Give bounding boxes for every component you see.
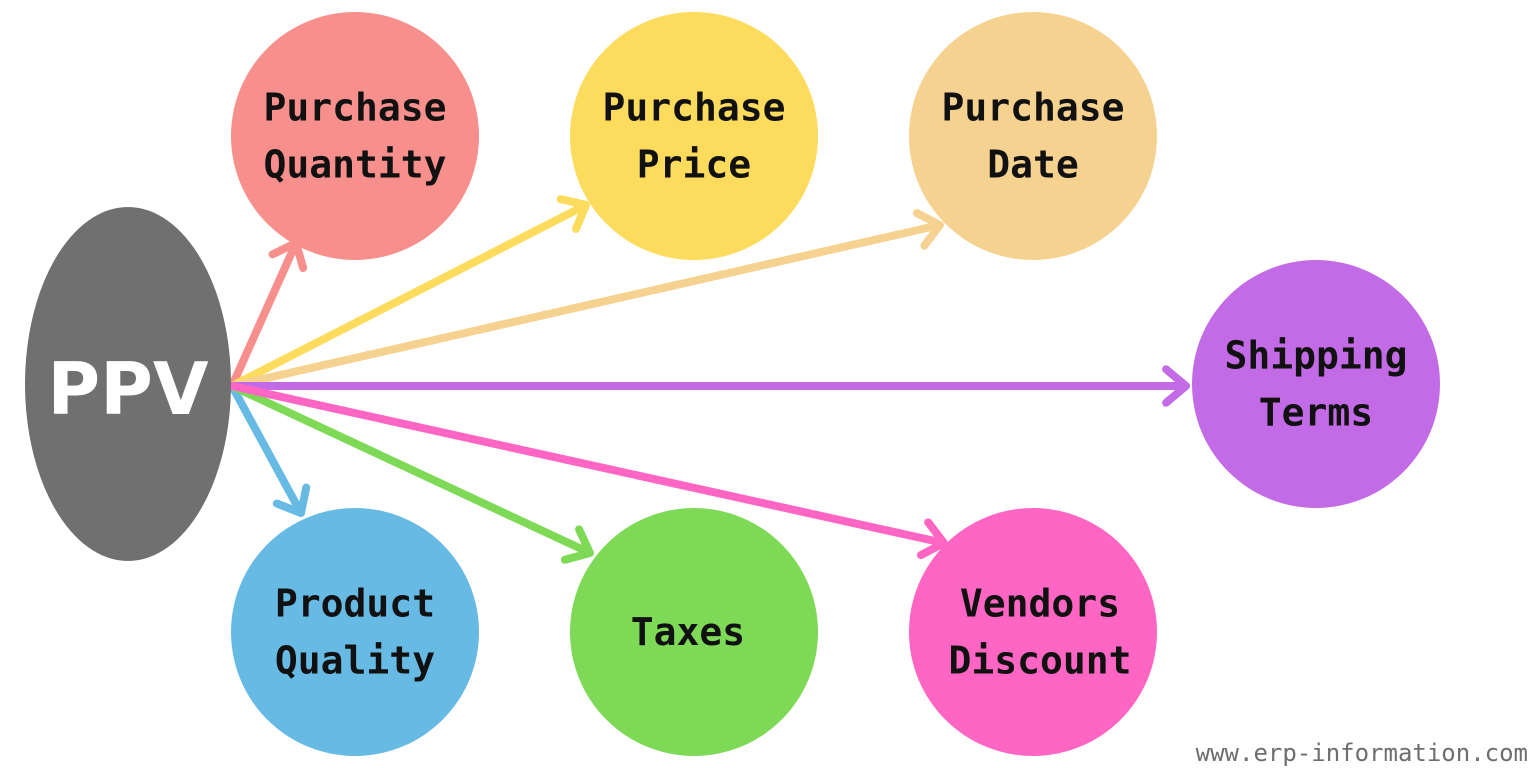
arrow-to-shipping-terms <box>228 365 1190 407</box>
node-label-line: Price <box>637 143 751 187</box>
node-label-line: Purchase <box>263 86 446 130</box>
node-label-line: Discount <box>948 639 1131 683</box>
center-label: PPV <box>47 347 209 431</box>
node-circle <box>909 12 1157 260</box>
node-label-line: Shipping <box>1224 334 1407 378</box>
center-ellipse <box>25 207 231 561</box>
arrow-to-purchase-price <box>228 195 590 390</box>
arrow-head <box>916 518 948 560</box>
node-label-line: Quality <box>275 639 435 683</box>
node-circle <box>570 508 818 756</box>
arrow-to-taxes <box>228 382 594 564</box>
arrow-shaft <box>228 382 591 556</box>
arrow-shaft <box>228 221 941 390</box>
node-label-line: Quantity <box>263 143 446 187</box>
arrow-head <box>912 209 944 250</box>
node-label-line: Taxes <box>631 610 745 654</box>
node-circle <box>231 12 479 260</box>
arrows-layer <box>228 195 1190 564</box>
arrow-shaft <box>228 382 304 514</box>
arrow-to-purchase-date <box>228 209 944 390</box>
node-label-line: Product <box>275 582 435 626</box>
arrow-shaft <box>228 382 945 547</box>
node-label-line: Purchase <box>602 86 785 130</box>
watermark-text: www.erp-information.com <box>1196 739 1528 767</box>
arrow-shaft <box>228 242 299 390</box>
arrow-head <box>272 483 311 517</box>
node-taxes: Taxes <box>570 508 818 756</box>
arrow-to-vendors-discount <box>228 382 948 560</box>
node-label-line: Purchase <box>941 86 1124 130</box>
node-label-line: Terms <box>1259 391 1373 435</box>
center-node: PPV <box>25 207 231 561</box>
arrow-to-product-quality <box>228 382 311 517</box>
node-circle <box>909 508 1157 756</box>
arrow-head <box>556 195 590 233</box>
arrow-shaft <box>228 202 587 390</box>
node-circle <box>1192 260 1440 508</box>
arrow-head <box>560 525 594 564</box>
node-circle <box>231 508 479 756</box>
node-label-line: Date <box>987 143 1079 187</box>
node-label-line: Vendors <box>960 582 1120 626</box>
node-circle <box>570 12 818 260</box>
nodes-layer: PurchaseQuantityPurchasePricePurchaseDat… <box>231 12 1440 756</box>
arrow-head <box>1162 365 1190 407</box>
